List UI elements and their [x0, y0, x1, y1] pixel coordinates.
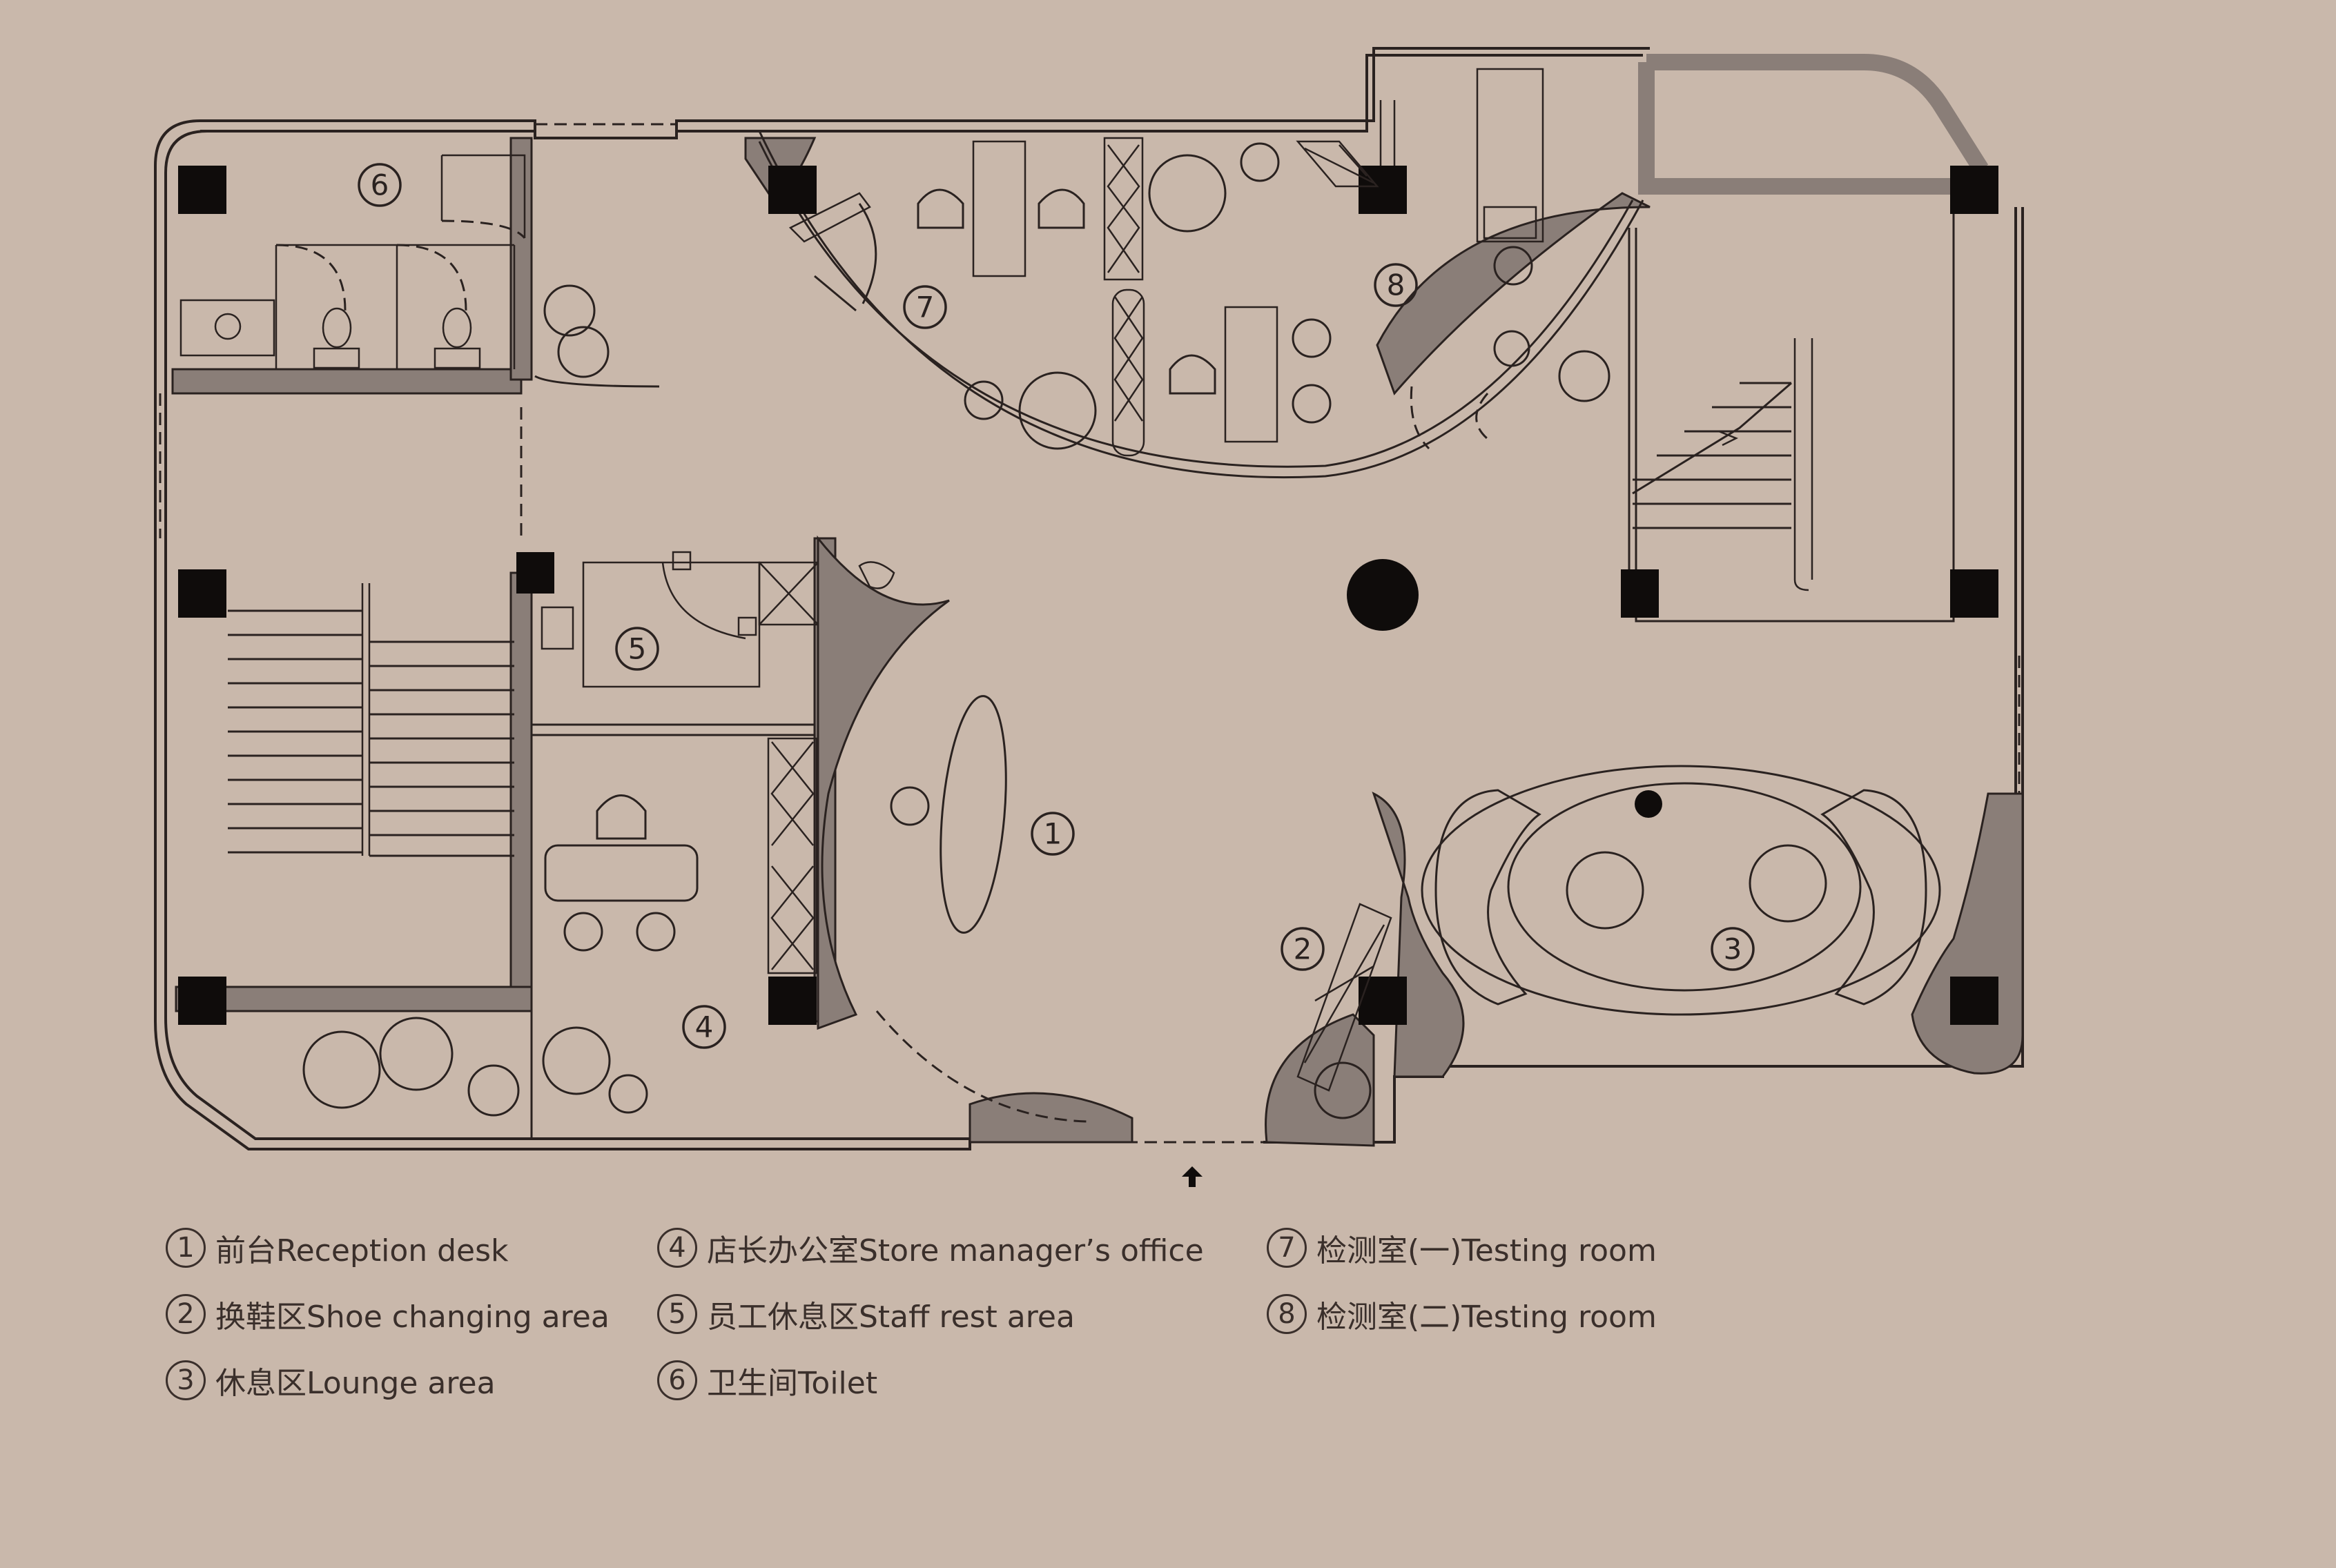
- toilet-fixtures: [179, 154, 660, 538]
- legend-label: 店长办公室Store manager’s office: [707, 1233, 1204, 1268]
- room-marker-5: 5: [615, 627, 659, 671]
- room-marker-6: 6: [358, 163, 402, 207]
- legend-column-2: 4 店长办公室Store manager’s office 5 员工休息区Sta…: [657, 1215, 1204, 1413]
- office-fixtures: [542, 737, 818, 1114]
- svg-text:4: 4: [695, 1010, 714, 1044]
- structural-columns: [178, 166, 1998, 1025]
- entrance-arrow-icon: [1182, 1166, 1203, 1187]
- legend-label: 员工休息区Staff rest area: [707, 1300, 1075, 1335]
- room-marker-2: 2: [1281, 927, 1325, 971]
- legend-number: 3: [166, 1360, 206, 1400]
- room-marker-3: 3: [1711, 927, 1755, 971]
- svg-text:1: 1: [1044, 817, 1062, 851]
- legend-number: 6: [657, 1360, 697, 1400]
- lounge-fixtures: [1421, 765, 1941, 1016]
- legend-number: 7: [1267, 1228, 1307, 1268]
- svg-text:3: 3: [1724, 932, 1742, 966]
- room-marker-7: 7: [903, 285, 947, 329]
- legend-item-shoe-changing: 2 换鞋区Shoe changing area: [166, 1281, 610, 1347]
- plants: [302, 284, 1610, 1119]
- legend-number: 5: [657, 1294, 697, 1334]
- svg-text:2: 2: [1294, 932, 1312, 966]
- legend-label: 卫生间Toilet: [707, 1366, 878, 1401]
- legend-item-reception: 1 前台Reception desk: [166, 1215, 610, 1281]
- svg-text:6: 6: [371, 168, 389, 202]
- legend-number: 2: [166, 1294, 206, 1334]
- legend-label: 换鞋区Shoe changing area: [215, 1300, 610, 1335]
- reception-fixtures: [875, 695, 1088, 1123]
- svg-text:5: 5: [628, 632, 647, 666]
- legend-item-manager-office: 4 店长办公室Store manager’s office: [657, 1215, 1204, 1281]
- legend-number: 8: [1267, 1294, 1307, 1334]
- legend-number: 4: [657, 1228, 697, 1268]
- shoe-area-fixtures: [1296, 903, 1392, 1092]
- interior-walls: [171, 130, 2024, 1147]
- svg-text:7: 7: [916, 291, 935, 324]
- legend-label: 前台Reception desk: [215, 1233, 509, 1268]
- stairs-right: [1632, 338, 1813, 591]
- legend-label: 检测室(一)Testing room: [1316, 1233, 1657, 1268]
- legend-number: 1: [166, 1228, 206, 1268]
- room-marker-4: 4: [682, 1005, 726, 1049]
- room-marker-8: 8: [1374, 263, 1418, 307]
- legend-column-3: 7 检测室(一)Testing room 8 检测室(二)Testing roo…: [1267, 1215, 1657, 1347]
- legend-item-toilet: 6 卫生间Toilet: [657, 1347, 1204, 1413]
- legend-column-1: 1 前台Reception desk 2 换鞋区Shoe changing ar…: [166, 1215, 610, 1413]
- room-marker-1: 1: [1031, 812, 1075, 856]
- testing-room-2-fixtures: [1296, 68, 1544, 450]
- legend-item-lounge: 3 休息区Lounge area: [166, 1347, 610, 1413]
- testing-room-1-fixtures: [788, 137, 1332, 457]
- legend-label: 休息区Lounge area: [215, 1366, 496, 1401]
- legend-label: 检测室(二)Testing room: [1316, 1300, 1657, 1335]
- legend: 1 前台Reception desk 2 换鞋区Shoe changing ar…: [166, 1215, 1753, 1422]
- staff-rest-fixtures: [541, 551, 819, 688]
- svg-text:8: 8: [1387, 268, 1405, 302]
- stairs-left: [228, 583, 514, 857]
- legend-item-staff-rest: 5 员工休息区Staff rest area: [657, 1281, 1204, 1347]
- legend-item-testing-room-2: 8 检测室(二)Testing room: [1267, 1281, 1657, 1347]
- legend-item-testing-room-1: 7 检测室(一)Testing room: [1267, 1215, 1657, 1281]
